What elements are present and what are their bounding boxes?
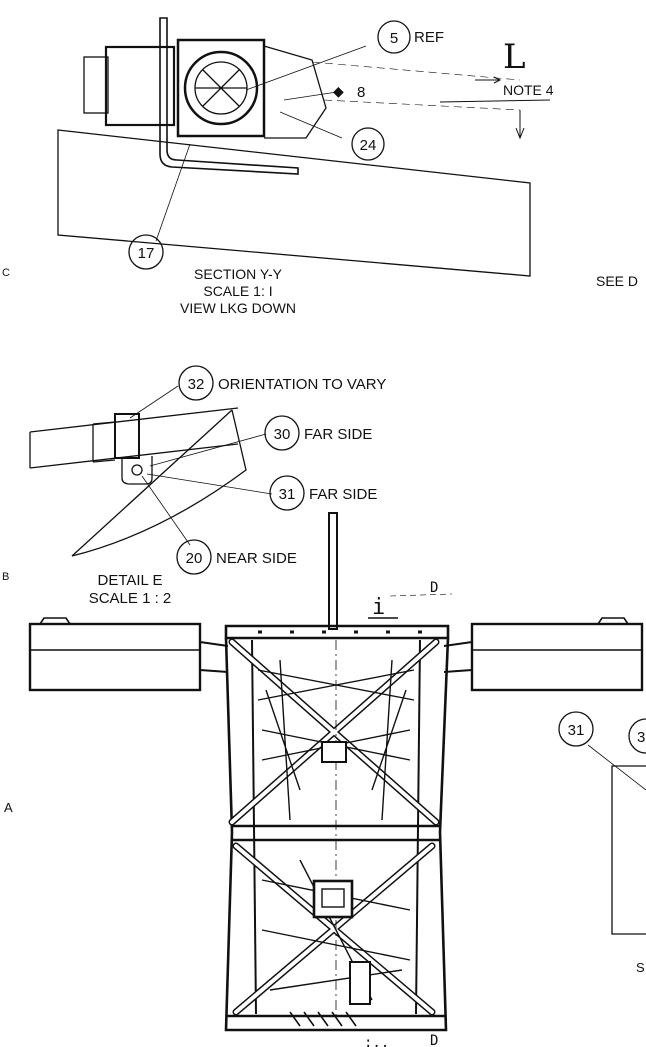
frame-inner-posts	[251, 639, 421, 1015]
detail-leader-32	[129, 385, 179, 419]
right-panel	[470, 622, 644, 692]
balloon-30-number: 30	[274, 426, 291, 443]
section-letter-l: L	[503, 37, 526, 77]
frame-outline	[224, 637, 450, 1032]
balloon-17	[128, 234, 164, 270]
detail-boundary-arc	[71, 409, 247, 557]
balloon-20-number: 20	[186, 550, 203, 567]
leader-17	[155, 143, 191, 242]
detail-pipe	[29, 407, 239, 469]
section-view-direction: VIEW LKG DOWN	[180, 300, 296, 316]
detail-leader-31	[146, 473, 273, 495]
balloon-30	[264, 415, 300, 451]
bottom-marks: :..	[364, 1035, 389, 1047]
balloon-5-number: 5	[390, 30, 398, 47]
equipment-window	[321, 888, 345, 908]
section-y-y-view	[57, 17, 551, 277]
zone-label-c: C	[2, 267, 10, 279]
section-plate	[57, 129, 531, 277]
callout-32-text: ORIENTATION TO VARY	[218, 376, 386, 393]
callout-20-text: NEAR SIDE	[216, 550, 297, 567]
balloon-31-number: 31	[279, 486, 296, 503]
balloon-32	[178, 365, 214, 401]
l-bracket	[159, 17, 299, 175]
balloon-24-number: 24	[360, 137, 377, 154]
balloon-24	[351, 127, 385, 161]
right-view-box	[611, 765, 646, 935]
note-arrow	[475, 76, 502, 84]
balloon-right-30	[628, 718, 646, 754]
leader-5	[245, 45, 367, 91]
leader-24	[279, 111, 343, 139]
detail-bracket-edge	[71, 409, 233, 557]
section-letter-top: D	[430, 580, 438, 596]
diamond-icon: ◆	[333, 83, 344, 99]
right-edge-text: S	[636, 960, 645, 975]
balloon-32-number: 32	[188, 376, 205, 393]
equipment-upper	[321, 741, 347, 763]
clamp-collar	[263, 45, 327, 139]
equipment-bottom	[349, 961, 371, 1005]
dimension-line	[439, 99, 551, 140]
right-panel-line	[472, 617, 642, 651]
detail-leader-20	[141, 475, 191, 546]
section-cut-line	[389, 593, 453, 597]
detail-tab	[121, 456, 153, 485]
balloon-right-30-number: 30	[637, 729, 646, 746]
housing-end	[83, 56, 109, 114]
left-panel-arm	[199, 641, 229, 673]
callout-30-text: FAR SIDE	[304, 426, 372, 443]
housing-core	[176, 38, 266, 138]
pipe-extension	[311, 61, 521, 111]
equipment-box	[312, 879, 354, 919]
detail-leader-30	[149, 433, 267, 467]
balloon-31	[269, 475, 305, 511]
balloon-17-number: 17	[138, 245, 155, 262]
housing-block	[104, 45, 176, 127]
upper-x-brace-fill	[230, 640, 438, 824]
ref-label: REF	[414, 29, 444, 46]
antenna-mast	[328, 512, 338, 630]
left-panel	[28, 622, 202, 692]
pipe-outer-ring	[183, 50, 259, 126]
balloon-20	[176, 539, 212, 575]
zone-label-b: B	[2, 571, 9, 583]
section-scale: SCALE 1: I	[203, 283, 272, 299]
callout-31-text: FAR SIDE	[309, 486, 377, 503]
see-detail-label: SEE D	[596, 273, 638, 289]
balloon-5	[377, 20, 411, 54]
detail-clamp	[114, 413, 140, 459]
detail-title: DETAIL E	[97, 572, 162, 589]
diamond-number: 8	[357, 84, 365, 101]
detail-clamp-ring	[92, 421, 116, 463]
note-4-label: NOTE 4	[503, 82, 554, 98]
balloon-right-31	[558, 711, 594, 747]
lower-x-brace-fill	[234, 844, 434, 1014]
leader-8	[283, 91, 338, 101]
detail-e-view	[29, 365, 305, 575]
section-arrow-glyph: i	[372, 595, 385, 620]
left-panel-line	[30, 617, 200, 651]
main-frame-view	[28, 512, 644, 1032]
right-partial-view	[558, 711, 646, 935]
detail-scale: SCALE 1 : 2	[89, 590, 172, 607]
right-leader-31	[587, 744, 646, 791]
section-letter-bottom: D	[430, 1033, 438, 1047]
bottom-hatch	[289, 1011, 357, 1027]
balloon-right-31-number: 31	[568, 722, 585, 739]
detail-hole	[131, 464, 143, 476]
zone-label-a: A	[4, 800, 13, 815]
pipe-crosshatch	[195, 69, 247, 107]
section-title: SECTION Y-Y	[194, 266, 283, 282]
